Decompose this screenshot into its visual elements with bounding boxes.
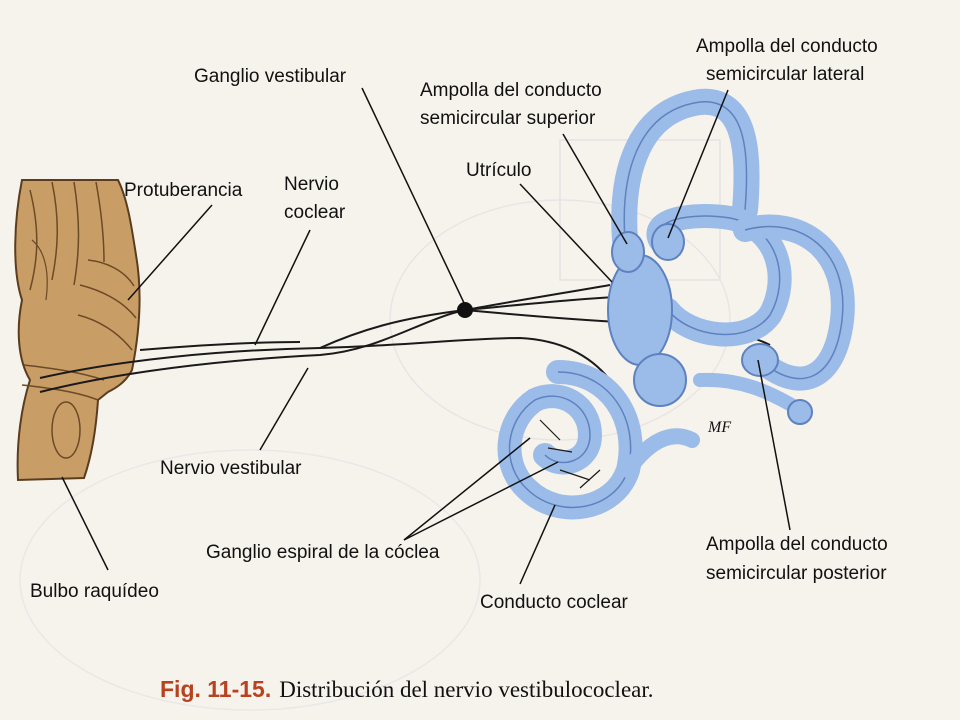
- figure-number: Fig. 11-15.: [160, 676, 272, 702]
- label-conducto-coclear: Conducto coclear: [480, 592, 629, 613]
- leader-lines: [61, 87, 791, 585]
- membranous-labyrinth: [497, 88, 855, 520]
- label-mf: MF: [707, 419, 731, 436]
- label-ampolla-lateral-2: semicircular lateral: [706, 64, 864, 85]
- label-ampolla-posterior-2: semicircular posterior: [706, 563, 887, 584]
- label-protuberancia: Protuberancia: [124, 180, 243, 201]
- protuberancia-shape: [14, 179, 141, 482]
- label-ampolla-superior-2: semicircular superior: [420, 108, 596, 129]
- label-bulbo-raquideo: Bulbo raquídeo: [30, 581, 159, 602]
- label-ampolla-lateral-1: Ampolla del conducto: [696, 36, 878, 57]
- nervio-vestibular-fiber: [39, 309, 466, 393]
- cochlea: [497, 360, 700, 520]
- label-ampolla-posterior-1: Ampolla del conducto: [706, 534, 888, 555]
- label-nervio-coclear-1: Nervio: [284, 174, 339, 195]
- labels: Ganglio vestibular Ampolla del conducto …: [30, 36, 888, 613]
- nervio-coclear-fiber: [39, 336, 611, 381]
- ganglio-vestibular-dot: [457, 302, 473, 318]
- figure-caption-text: Distribución del nervio vestibulococlear…: [279, 677, 654, 702]
- label-ganglio-vestibular: Ganglio vestibular: [194, 66, 347, 87]
- label-nervio-coclear-2: coclear: [284, 202, 346, 223]
- utriculo-body: [607, 254, 673, 366]
- label-ampolla-superior-1: Ampolla del conducto: [420, 80, 602, 101]
- brainstem: [14, 179, 141, 482]
- label-utriculo: Utrículo: [466, 160, 531, 181]
- figure-caption: Fig. 11-15. Distribución del nervio vesti…: [160, 676, 654, 703]
- label-ganglio-espiral: Ganglio espiral de la cóclea: [206, 542, 440, 563]
- label-nervio-vestibular: Nervio vestibular: [160, 458, 302, 479]
